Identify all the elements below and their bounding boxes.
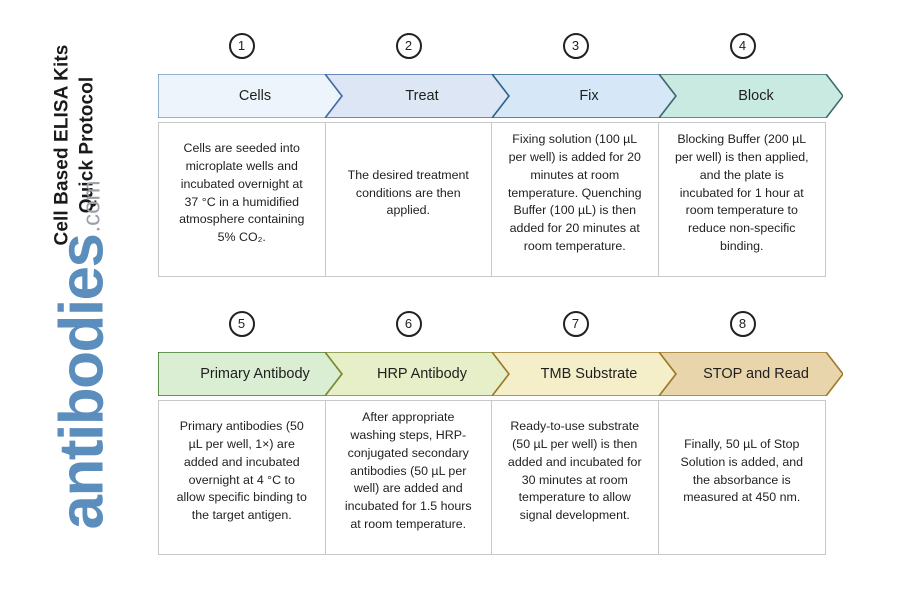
step-number-badge: 2 <box>395 33 422 59</box>
step-description-text: After appropriate washing steps, HRP-con… <box>344 409 472 532</box>
step-number-badge: 4 <box>729 33 756 59</box>
flow-step-chevron[interactable]: HRP Antibody <box>325 352 509 396</box>
step-description-row-2: Primary antibodies (50 µL per well, 1×) … <box>158 400 826 555</box>
step-description-cell: After appropriate washing steps, HRP-con… <box>326 401 492 554</box>
chevron-bar-1: Cells Treat Fix Block <box>158 74 843 118</box>
step-number-badge: 1 <box>228 33 255 59</box>
flow-step-label: Cells <box>238 88 272 104</box>
step-number-badge: 5 <box>228 311 255 337</box>
protocol-flow-row-1: 1 2 3 4 Cells Treat Fix Block <box>158 33 843 118</box>
step-description-cell: Cells are seeded into microplate wells a… <box>159 123 326 276</box>
chevron-shape <box>492 352 676 396</box>
step-number-strip-2: 5 6 7 8 <box>158 311 826 341</box>
chevron-shape <box>659 352 843 396</box>
step-description-text: Cells are seeded into microplate wells a… <box>179 140 305 245</box>
protocol-flow-row-2: 5 6 7 8 Primary Antibody HRP Antibody TMB Sub… <box>158 311 843 396</box>
step-number-strip-1: 1 2 3 4 <box>158 33 826 63</box>
step-description-text: Fixing solution (100 µL per well) is add… <box>507 131 642 254</box>
step-number-badge: 6 <box>395 311 422 337</box>
brand-logo-wordmark: antibodies <box>47 234 117 530</box>
flow-step-label: Primary Antibody <box>200 366 310 382</box>
step-description-text: Finally, 50 µL of Stop Solution is added… <box>680 436 804 505</box>
step-description-cell: Primary antibodies (50 µL per well, 1×) … <box>159 401 326 554</box>
flow-step-label: HRP Antibody <box>376 366 467 382</box>
step-description-text: Ready-to-use substrate (50 µL per well) … <box>507 418 642 523</box>
chevron-shape <box>325 352 509 396</box>
flow-step-label: Block <box>738 88 774 104</box>
step-description-cell: Fixing solution (100 µL per well) is add… <box>492 123 659 276</box>
step-description-text: The desired treatment conditions are the… <box>347 167 469 218</box>
step-description-cell: Ready-to-use substrate (50 µL per well) … <box>492 401 659 554</box>
step-description-cell: Finally, 50 µL of Stop Solution is added… <box>659 401 826 554</box>
flow-step-chevron[interactable]: Treat <box>325 74 509 118</box>
chevron-shape <box>492 74 676 118</box>
flow-step-chevron[interactable]: Cells <box>158 74 342 118</box>
flow-step-label: Treat <box>405 88 439 104</box>
flow-step-chevron[interactable]: STOP and Read <box>659 352 843 396</box>
flow-step-chevron[interactable]: Fix <box>492 74 676 118</box>
step-number-badge: 3 <box>562 33 589 59</box>
chevron-bar-2: Primary Antibody HRP Antibody TMB Substrat… <box>158 352 843 396</box>
step-number-badge: 8 <box>729 311 756 337</box>
flow-step-chevron[interactable]: Block <box>659 74 843 118</box>
step-description-cell: Blocking Buffer (200 µL per well) is the… <box>659 123 826 276</box>
flow-step-label: Fix <box>579 88 599 104</box>
flow-step-label: TMB Substrate <box>540 366 638 382</box>
brand-logo-tld: .com <box>78 180 106 233</box>
step-description-row-1: Cells are seeded into microplate wells a… <box>158 122 826 277</box>
step-description-text: Blocking Buffer (200 µL per well) is the… <box>674 131 809 254</box>
step-description-cell: The desired treatment conditions are the… <box>326 123 492 276</box>
step-description-text: Primary antibodies (50 µL per well, 1×) … <box>176 418 307 523</box>
step-number-badge: 7 <box>562 311 589 337</box>
flow-step-chevron[interactable]: TMB Substrate <box>492 352 676 396</box>
chevron-shape <box>158 352 342 396</box>
flow-step-label: STOP and Read <box>703 366 809 382</box>
chevron-shape <box>659 74 843 118</box>
chevron-shape <box>158 74 342 118</box>
chevron-shape <box>325 74 509 118</box>
flow-step-chevron[interactable]: Primary Antibody <box>158 352 342 396</box>
